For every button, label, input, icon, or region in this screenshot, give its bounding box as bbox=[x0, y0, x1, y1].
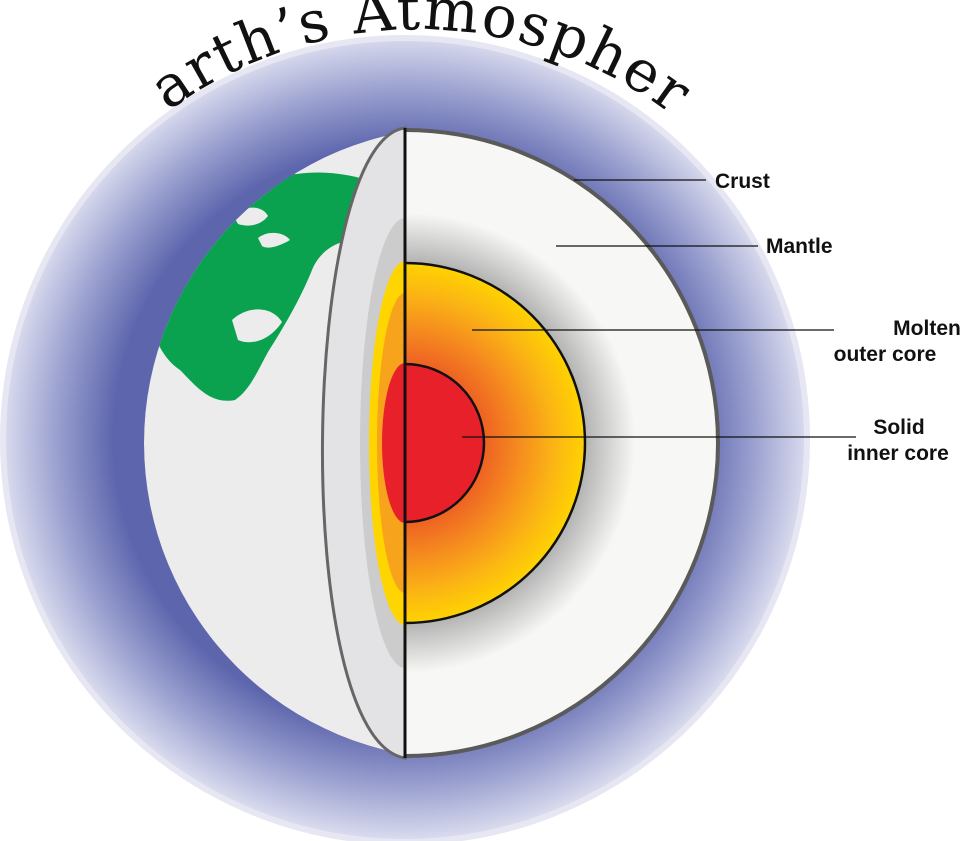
great-lakes bbox=[258, 232, 290, 248]
crust-label: Crust bbox=[715, 170, 770, 193]
inner-core-label-line1: Solid bbox=[873, 416, 924, 439]
globe-interior-gray bbox=[144, 127, 405, 759]
outer-core bbox=[405, 261, 587, 625]
inner-core bbox=[405, 362, 486, 524]
left-inner-core bbox=[382, 363, 405, 523]
atmosphere-edge bbox=[0, 35, 810, 841]
gulf-of-mexico bbox=[232, 309, 282, 343]
mantle-label: Mantle bbox=[766, 235, 833, 258]
crust-outline bbox=[405, 128, 720, 758]
outer-core-label-line2: outer core bbox=[834, 343, 937, 366]
earth-interior bbox=[405, 128, 720, 758]
outer-core-label-line1: Molten bbox=[893, 317, 961, 340]
inner-core-label-line2: inner core bbox=[847, 442, 949, 465]
